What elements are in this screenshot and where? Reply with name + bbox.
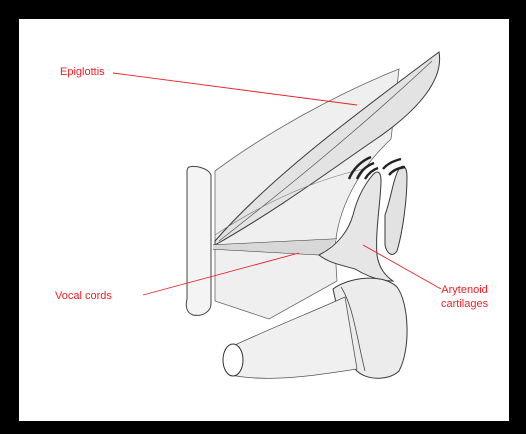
epiglottis-label: Epiglottis [60,65,105,79]
epiglottis-leader-line [113,73,357,105]
arytenoid-label-line1: Arytenoid [441,283,488,297]
thyroid-cartilage [186,166,211,315]
arytenoid-label-line2: cartilages [441,297,488,311]
arytenoid-cartilage-back [385,166,407,254]
vocal-cords-label: Vocal cords [55,289,112,303]
diagram-panel: Epiglottis Vocal cords Arytenoid cartila… [19,19,509,421]
trachea-opening [223,344,243,376]
larynx-illustration [19,19,509,421]
arytenoid-cartilages-label: Arytenoid cartilages [441,283,488,311]
